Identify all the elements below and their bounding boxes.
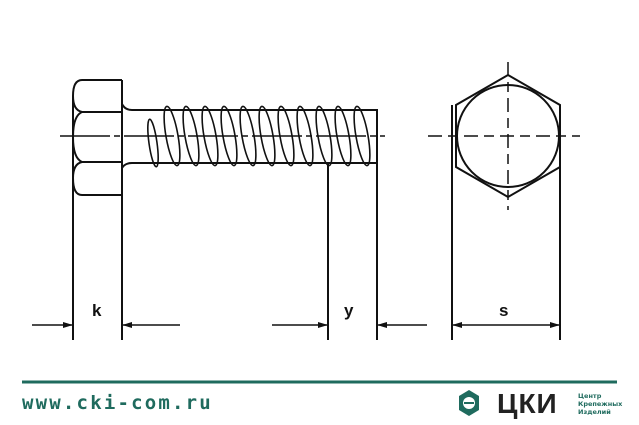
thread-coil <box>258 105 276 167</box>
tagline-line: Крепежных <box>578 400 623 408</box>
thread-coil <box>182 105 200 167</box>
website-url[interactable]: www.cki-com.ru <box>22 392 213 414</box>
thread-coil <box>201 105 219 167</box>
thread-coil <box>277 105 295 167</box>
logo-icon <box>459 390 479 416</box>
thread-coil <box>147 118 159 168</box>
tagline-line: Центр <box>578 392 602 400</box>
thread-coil <box>315 105 333 167</box>
tagline-line: Изделий <box>578 408 611 416</box>
thread-coil <box>220 105 238 167</box>
thread-coil <box>296 105 314 167</box>
screw-thread <box>147 105 371 168</box>
brand-name: ЦКИ <box>497 388 558 419</box>
screw-shank <box>121 103 378 169</box>
thread-coil <box>163 105 181 167</box>
brand-tagline: Центр Крепежных Изделий <box>578 392 622 416</box>
dim-label-y: y <box>344 301 354 320</box>
thread-coil <box>353 105 371 167</box>
thread-coil <box>239 105 257 167</box>
dim-label-s: s <box>499 301 508 320</box>
dim-label-k: k <box>92 301 102 320</box>
hex-head-top-view <box>428 62 580 340</box>
thread-coil <box>334 105 352 167</box>
